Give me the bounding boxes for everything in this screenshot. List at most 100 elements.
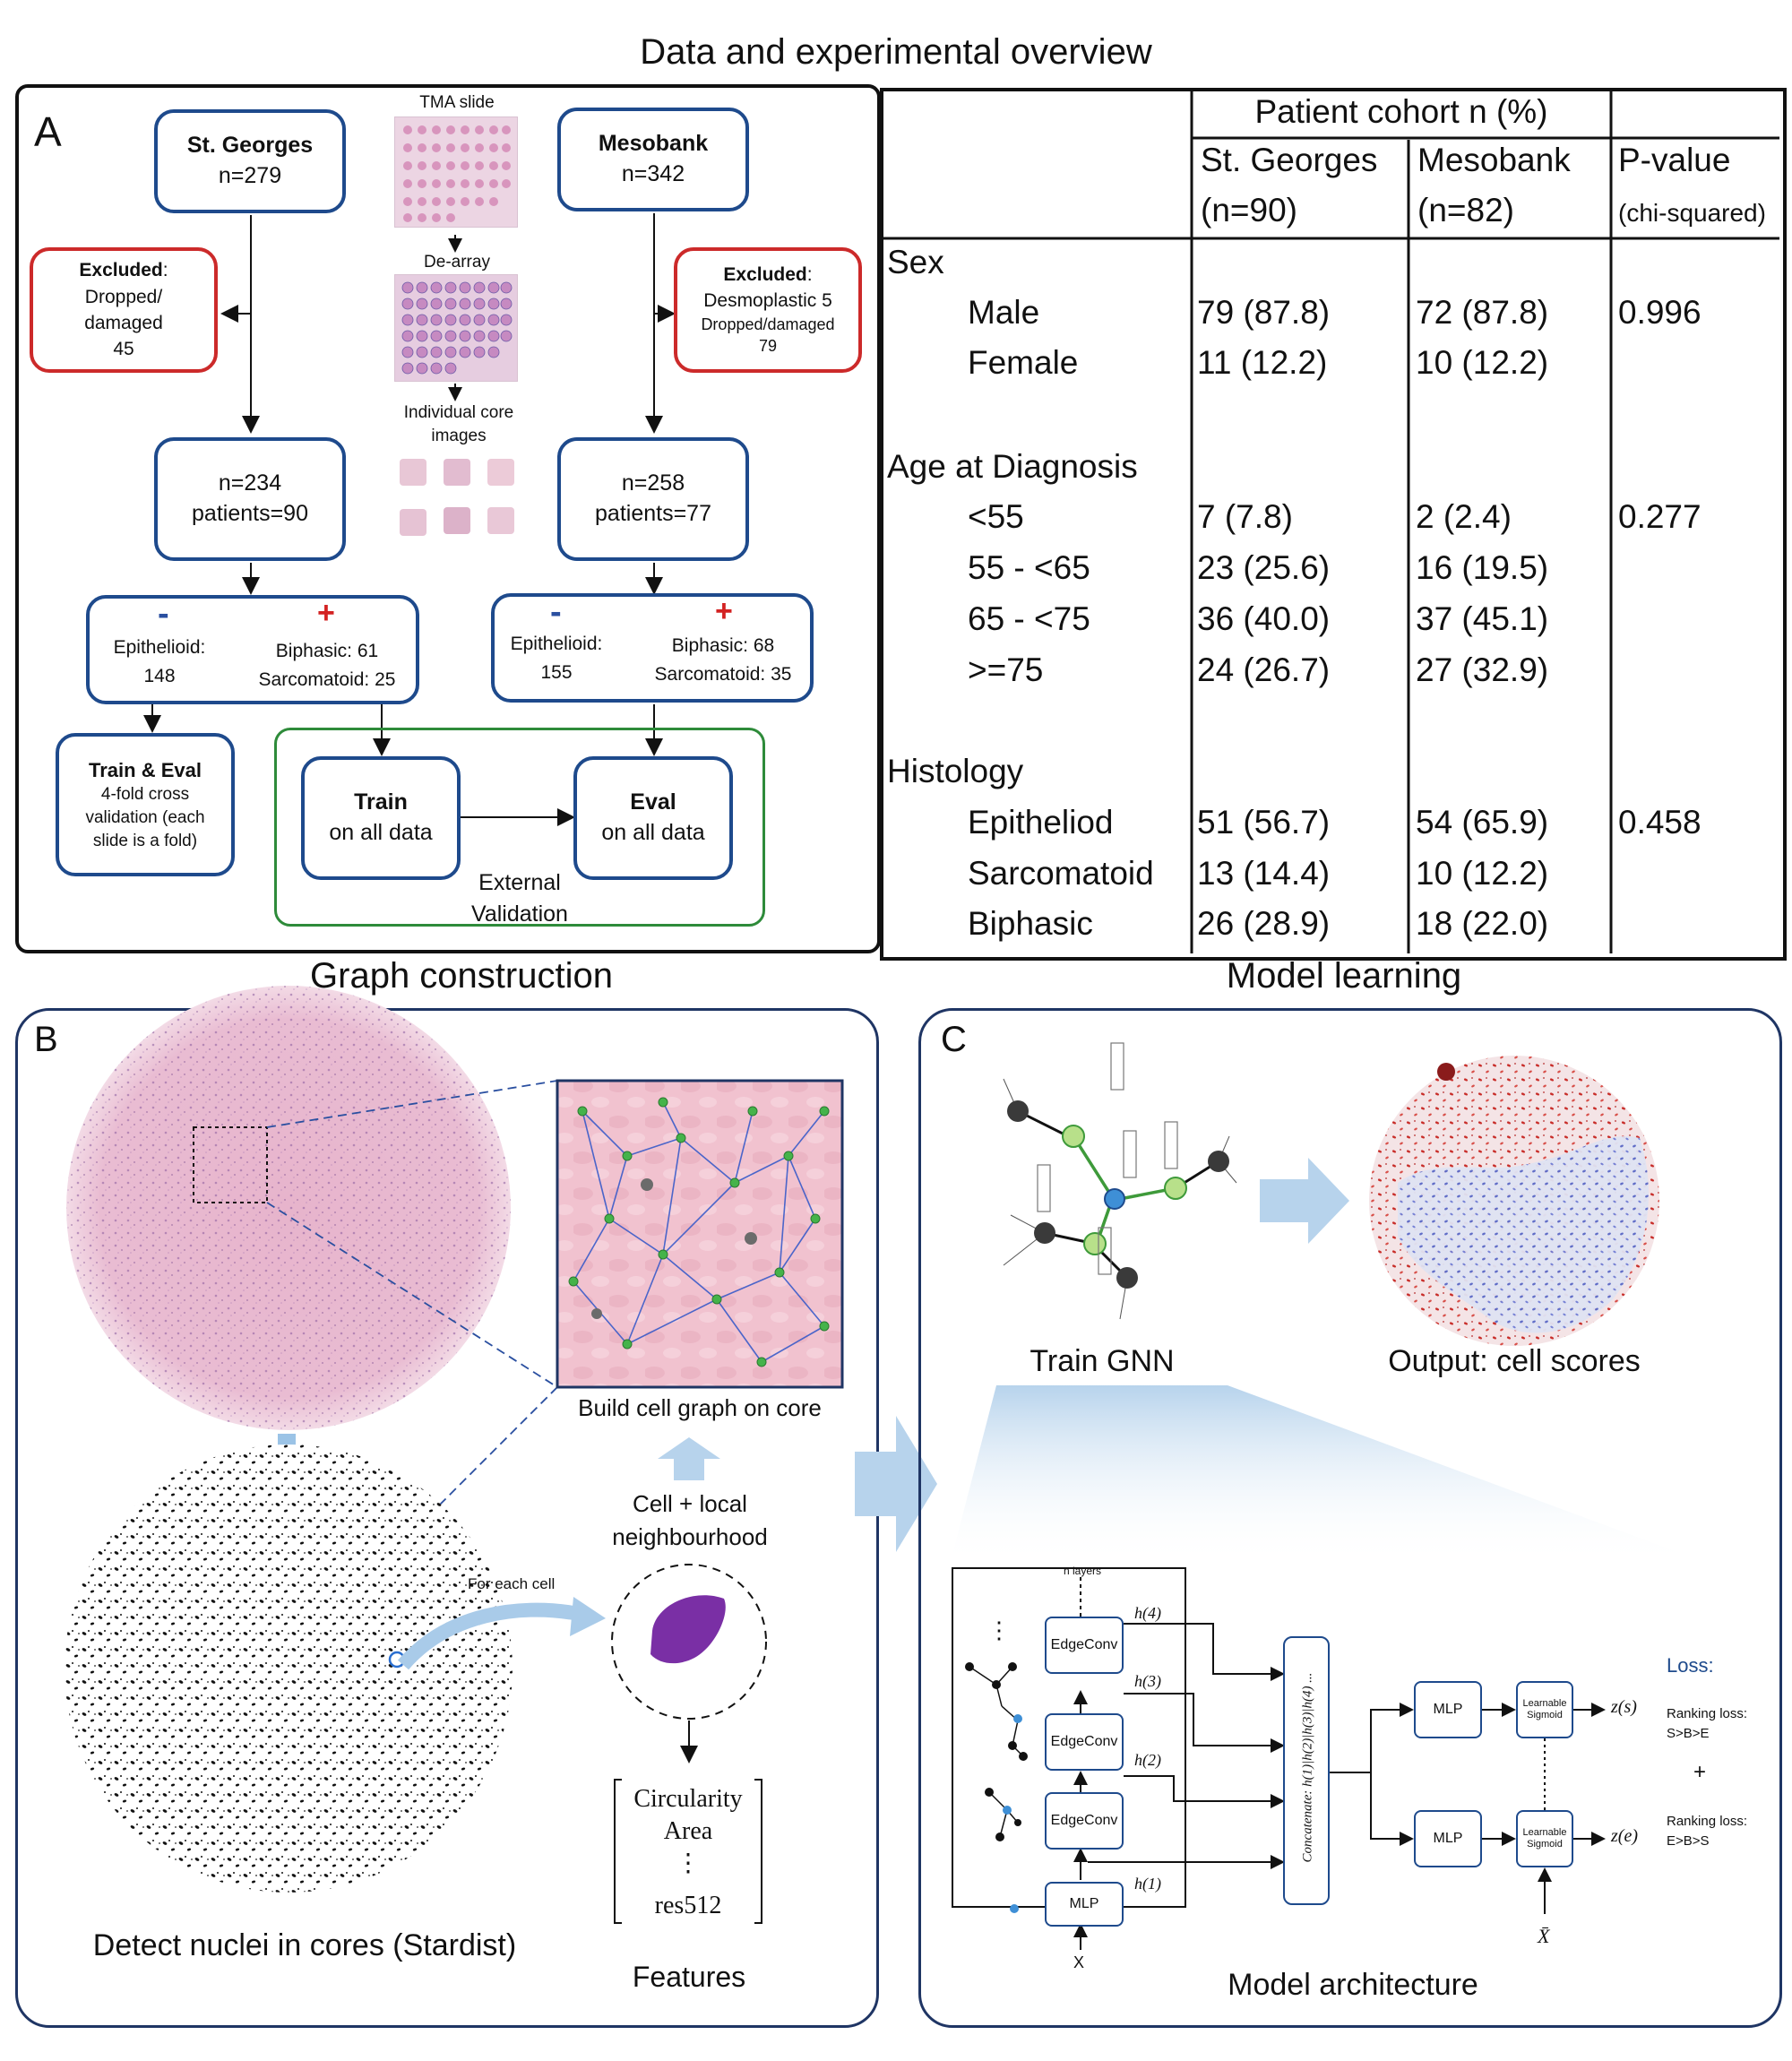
row-label: Female bbox=[968, 344, 1079, 381]
minus-sign: - bbox=[158, 595, 169, 633]
mesobank-epi-count: 155 bbox=[540, 662, 573, 683]
mesobank-included-n: n=258 bbox=[621, 470, 685, 496]
stgeorges-count: n=279 bbox=[218, 163, 282, 188]
mesobank-name: Mesobank bbox=[598, 131, 709, 157]
excluded-left-line1: Dropped/ bbox=[84, 286, 163, 307]
train-eval-head: Train & Eval bbox=[89, 758, 202, 781]
row-p: 0.996 bbox=[1618, 294, 1702, 331]
panel-a-letter: A bbox=[34, 108, 62, 155]
train-eval-l2: validation (each bbox=[85, 808, 205, 828]
excluded-left-line2: damaged bbox=[84, 313, 163, 333]
n-layers-label: n layers bbox=[1063, 1565, 1102, 1577]
feature-dots: ⋮ bbox=[676, 1849, 701, 1877]
mlp-head-e: MLP bbox=[1414, 1810, 1482, 1867]
row-mb: 10 (12.2) bbox=[1416, 344, 1549, 381]
row-sg: 36 (40.0) bbox=[1197, 600, 1331, 637]
plus-sign: + bbox=[317, 596, 335, 630]
section-age: Age at Diagnosis bbox=[887, 448, 1138, 485]
x-input-label: X bbox=[1073, 1953, 1085, 1971]
stgeorges-sarcomatoid: Sarcomatoid: 25 bbox=[258, 669, 396, 690]
stgeorges-box: St. Georges n=279 bbox=[154, 109, 346, 213]
cell-local-l2: neighbourhood bbox=[612, 1522, 768, 1550]
model-architecture-label: Model architecture bbox=[1228, 1968, 1478, 2002]
dearray-image bbox=[394, 274, 518, 382]
row-mb: 16 (19.5) bbox=[1416, 549, 1549, 586]
stgeorges-included-patients: patients=90 bbox=[192, 501, 308, 526]
train-eval-l3: slide is a fold) bbox=[92, 831, 198, 850]
excluded-right-box: Excluded: Desmoplastic 5 Dropped/damaged… bbox=[674, 247, 862, 373]
mesobank-included-patients: patients=77 bbox=[595, 501, 711, 526]
train-gnn-label: Train GNN bbox=[1030, 1344, 1175, 1378]
stgeorges-included-n: n=234 bbox=[218, 470, 282, 496]
row-mb: 10 (12.2) bbox=[1416, 855, 1549, 892]
mesobank-included-box: n=258 patients=77 bbox=[557, 437, 749, 561]
features-label: Features bbox=[632, 1961, 746, 1993]
excluded-left-line3: 45 bbox=[113, 339, 134, 360]
build-cell-graph-label: Build cell graph on core bbox=[578, 1394, 822, 1421]
main-title: Data and experimental overview bbox=[640, 32, 1152, 72]
row-sg: 79 (87.8) bbox=[1197, 294, 1331, 331]
row-sg: 11 (12.2) bbox=[1197, 344, 1328, 381]
z-s-output: z(s) bbox=[1611, 1697, 1637, 1717]
ranking-loss-2: Ranking loss: bbox=[1667, 1814, 1748, 1829]
col-stgeorges-l2: (n=90) bbox=[1201, 192, 1297, 229]
cell-local-label: Cell + local neighbourhood bbox=[582, 1488, 797, 1554]
mesobank-sarcomatoid: Sarcomatoid: 35 bbox=[654, 664, 792, 685]
panel-b-letter: B bbox=[34, 1020, 58, 1059]
stgeorges-subtype-box: - + Epithelioid: 148 Biphasic: 61 Sarcom… bbox=[86, 595, 419, 704]
cell-local-l1: Cell + local bbox=[633, 1490, 747, 1517]
feature-res512: res512 bbox=[654, 1892, 722, 1920]
row-sg: 51 (56.7) bbox=[1197, 804, 1331, 841]
tma-slide-cores bbox=[403, 125, 511, 222]
mlp-head-s: MLP bbox=[1414, 1681, 1482, 1738]
row-sg: 24 (26.7) bbox=[1197, 651, 1331, 688]
panel-c bbox=[918, 1008, 1782, 2028]
external-validation-container bbox=[274, 728, 765, 927]
concatenate-box: Concatenate: h(1)|h(2)|h(3)|h(4) ... bbox=[1283, 1636, 1330, 1905]
dearray-label: De-array bbox=[424, 253, 490, 272]
h3-label: h(3) bbox=[1134, 1672, 1161, 1690]
excluded-right-head: Excluded bbox=[723, 264, 807, 286]
learnable-sigmoid-s: Learnable Sigmoid bbox=[1516, 1681, 1573, 1738]
cohort-table bbox=[880, 88, 1787, 961]
train-box: Train on all data bbox=[301, 756, 461, 880]
ranking-loss-1: Ranking loss: bbox=[1667, 1706, 1748, 1721]
train-sub: on all data bbox=[329, 820, 433, 845]
ranking-loss-1-order: S>B>E bbox=[1667, 1726, 1710, 1741]
tma-slide-label: TMA slide bbox=[419, 93, 495, 112]
col-mesobank-l1: Mesobank bbox=[1417, 142, 1571, 178]
col-pvalue-l1: P-value bbox=[1618, 142, 1731, 178]
stgeorges-biphasic: Biphasic: 61 bbox=[275, 641, 379, 661]
loss-title: Loss: bbox=[1667, 1654, 1714, 1677]
output-cell-scores-label: Output: cell scores bbox=[1388, 1344, 1641, 1378]
col-stgeorges-l1: St. Georges bbox=[1201, 142, 1378, 178]
graph-dots: ⋮ bbox=[987, 1617, 1011, 1643]
excluded-left-head: Excluded bbox=[79, 260, 163, 281]
h2-label: h(2) bbox=[1134, 1751, 1161, 1769]
excluded-right-line1: Desmoplastic 5 bbox=[703, 289, 832, 311]
dearray-grid bbox=[401, 281, 513, 375]
ranking-loss-2-order: E>B>S bbox=[1667, 1833, 1710, 1849]
row-p: 0.458 bbox=[1618, 804, 1702, 841]
core-thumb bbox=[444, 507, 470, 534]
stgeorges-epi-count: 148 bbox=[143, 666, 176, 686]
x-bar-label: X̄ bbox=[1538, 1925, 1550, 1947]
row-label: >=75 bbox=[968, 651, 1044, 688]
row-label: Biphasic bbox=[968, 905, 1093, 942]
minus-sign: - bbox=[550, 593, 562, 631]
external-l1: External bbox=[478, 870, 561, 895]
mesobank-count: n=342 bbox=[621, 161, 685, 186]
detect-nuclei-label: Detect nuclei in cores (Stardist) bbox=[92, 1928, 517, 1962]
train-head: Train bbox=[354, 789, 408, 815]
mesobank-biphasic: Biphasic: 68 bbox=[671, 635, 775, 656]
row-sg: 26 (28.9) bbox=[1197, 905, 1331, 942]
col-mesobank-l2: (n=82) bbox=[1417, 192, 1514, 229]
plus-sign: + bbox=[715, 594, 733, 628]
core-thumb bbox=[487, 507, 514, 534]
section-sex: Sex bbox=[887, 244, 944, 280]
row-mb: 18 (22.0) bbox=[1416, 905, 1549, 942]
model-learning-title: Model learning bbox=[1226, 956, 1462, 996]
train-eval-box: Train & Eval 4-fold cross validation (ea… bbox=[56, 733, 235, 876]
row-sg: 7 (7.8) bbox=[1197, 498, 1293, 535]
col-pvalue-l2: (chi-squared) bbox=[1618, 199, 1766, 227]
